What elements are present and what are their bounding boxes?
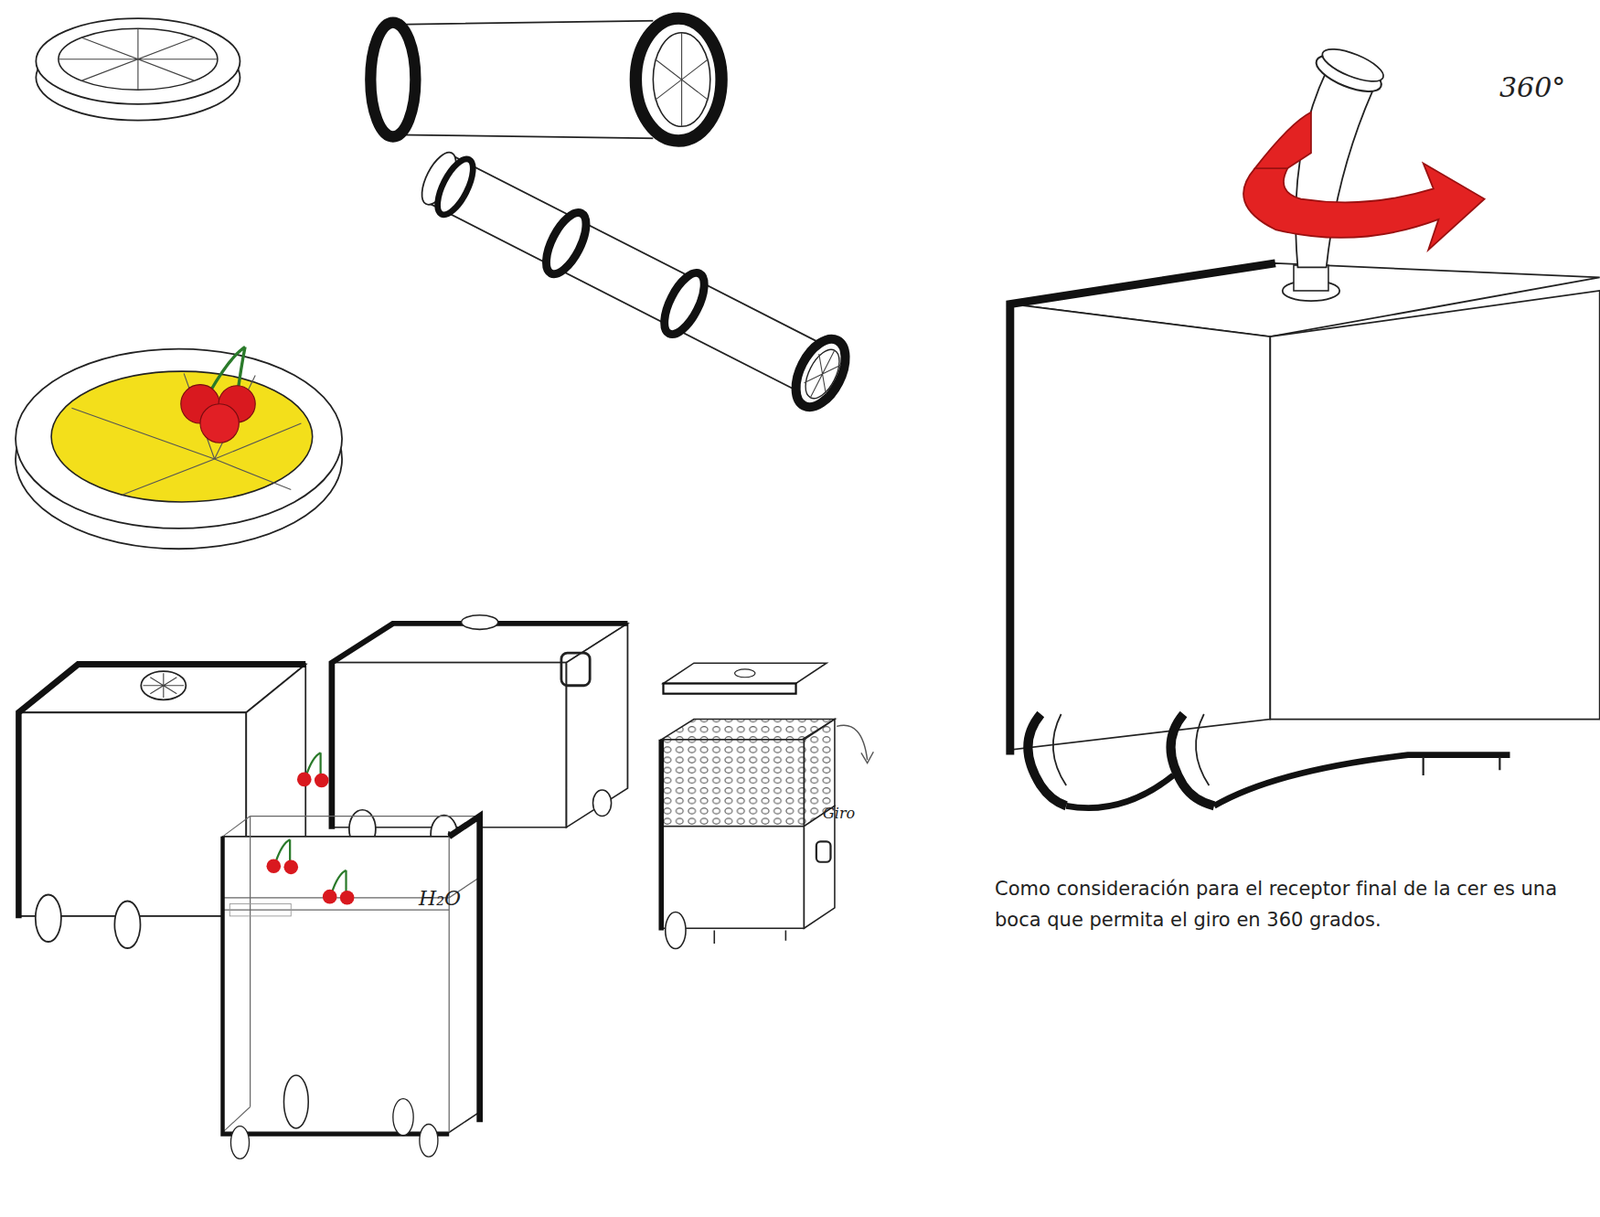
bin-cutaway-part — [393, 1098, 414, 1136]
bin-cutaway-part — [419, 1123, 438, 1157]
bin-with-basket-part — [662, 662, 827, 683]
bin-with-basket-part — [836, 725, 874, 763]
tube-section — [370, 18, 722, 141]
water-label: H₂O — [418, 886, 483, 911]
receiver-bin-part — [1171, 714, 1215, 806]
bin-with-basket-part — [661, 826, 804, 929]
receiver-bin-part — [1243, 163, 1485, 251]
cherry-dish-part — [51, 371, 313, 502]
bin-with-basket-part — [735, 669, 756, 678]
tube-section-part — [652, 32, 710, 128]
receiver-bin-part — [1255, 112, 1312, 169]
bin-with-basket-part — [665, 911, 686, 949]
ring-filter — [35, 18, 240, 121]
bin-with-basket-part — [803, 805, 834, 928]
receiver-bin-part — [1053, 714, 1067, 786]
bin-with-basket-part — [714, 929, 786, 944]
bin-with-drain-part — [561, 652, 590, 686]
bin-cutaway-part — [322, 870, 355, 906]
telescopic-tube — [411, 139, 856, 416]
bin-cutaway-part — [223, 816, 251, 1133]
bin-cutaway-part — [229, 903, 291, 916]
receiver-bin-part — [1010, 303, 1270, 750]
cherry-dish-part — [15, 349, 342, 529]
bin-cutaway-part — [448, 816, 480, 1123]
rotation-label: Giro — [822, 804, 896, 822]
bin-with-lid-part — [143, 672, 185, 698]
telescopic-tube-part — [785, 330, 855, 416]
bin-with-basket-part — [661, 739, 804, 827]
receiver-bin-part — [1293, 265, 1329, 291]
ring-filter-part — [58, 28, 218, 90]
receiver-bin-part — [1066, 755, 1510, 809]
telescopic-tube-part — [656, 266, 713, 341]
bin-with-basket-part — [816, 841, 832, 862]
bin-with-lid-part — [140, 671, 186, 700]
tube-section-part — [370, 22, 416, 138]
bin-with-basket-part — [662, 683, 796, 694]
caption-note: Como consideración para el receptor fina… — [994, 874, 1590, 936]
bin-with-drain-part — [461, 615, 499, 630]
bin-cutaway-part — [297, 752, 330, 788]
bin-cutaway-part — [223, 816, 480, 1133]
bin-cutaway-part — [223, 816, 480, 1133]
tube-section-part — [655, 32, 709, 128]
bin-cutaway-part — [223, 836, 450, 1135]
receiver-bin-part — [1027, 714, 1067, 806]
cherry-dish-part — [200, 404, 239, 443]
cherry-dish — [15, 346, 342, 549]
cherry-dish-part — [71, 373, 301, 495]
receiver-bin-part — [1269, 290, 1600, 720]
bin-with-basket-part — [658, 739, 664, 931]
telescopic-tube-part — [430, 153, 480, 220]
bin-cutaway-part — [230, 1126, 249, 1160]
receiver-bin-part — [1010, 263, 1276, 756]
receiver-bin-part — [1195, 714, 1209, 786]
tube-section-part — [635, 18, 722, 141]
telescopic-tube-part — [426, 154, 833, 396]
bin-cutaway — [223, 752, 480, 1159]
telescopic-tube-part — [799, 344, 845, 404]
ring-filter-part — [35, 18, 240, 105]
receiver-bin-part — [1318, 42, 1387, 89]
telescopic-tube-part — [538, 206, 595, 280]
bin-cutaway-part — [266, 839, 299, 875]
ring-filter-part — [58, 28, 218, 90]
receiver-bin — [1010, 42, 1600, 809]
bin-cutaway-part — [283, 1075, 309, 1129]
angle-label: 360° — [1499, 71, 1600, 105]
telescopic-tube-part — [798, 344, 846, 405]
receiver-bin-part — [1423, 757, 1501, 776]
